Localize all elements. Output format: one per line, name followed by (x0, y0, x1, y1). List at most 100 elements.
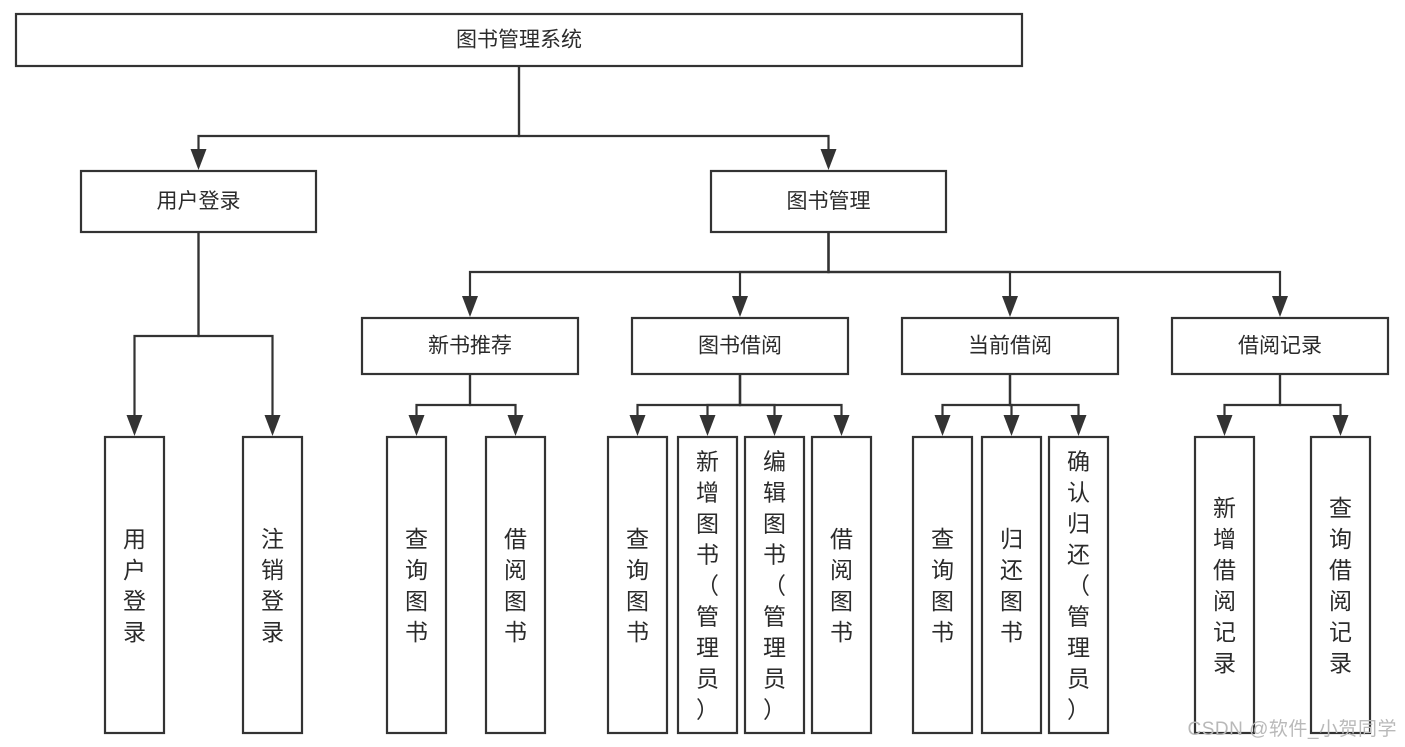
connector-l2-3-to-lf-12 (1278, 372, 1349, 436)
arrow-head-icon (820, 149, 837, 170)
arrow-head-icon (1216, 415, 1233, 436)
node-label: 借阅图书 (830, 526, 853, 645)
node-box[interactable] (911, 435, 974, 735)
arrow-head-icon (507, 415, 524, 436)
node-leaf-lf-11[interactable]: 新增借阅记录 (1193, 435, 1256, 735)
node-leaf-lf-10[interactable]: 确认归还（管理员） (1047, 435, 1110, 735)
node-box[interactable] (1170, 316, 1390, 376)
arrow-head-icon (1003, 415, 1020, 436)
node-level2-l2-0[interactable]: 新书推荐 (360, 316, 580, 376)
node-box[interactable] (630, 316, 850, 376)
node-label: 图书借阅 (698, 335, 782, 358)
node-label: 归还图书 (1000, 526, 1023, 645)
node-box[interactable] (103, 435, 166, 735)
node-leaf-lf-12[interactable]: 查询借阅记录 (1309, 435, 1372, 735)
node-box[interactable] (1047, 435, 1110, 735)
node-layer: 图书管理系统用户登录图书管理新书推荐图书借阅当前借阅借阅记录用户登录注销登录查询… (14, 12, 1390, 735)
node-leaf-lf-6[interactable]: 编辑图书（管理员） (743, 435, 806, 735)
edge-layer (126, 64, 1349, 436)
arrow-head-icon (462, 296, 478, 317)
connector-l1-0-to-lf-0 (126, 230, 200, 436)
connector-l2-0-to-lf-2 (408, 372, 472, 436)
connector-line (636, 372, 742, 426)
connector-line (1223, 372, 1282, 426)
arrow-head-icon (766, 415, 783, 436)
connector-line (738, 230, 830, 307)
node-box[interactable] (1193, 435, 1256, 735)
node-box[interactable] (385, 435, 448, 735)
node-label: 新书推荐 (428, 335, 512, 358)
node-level2-l2-1[interactable]: 图书借阅 (630, 316, 850, 376)
arrow-head-icon (1070, 415, 1087, 436)
node-leaf-lf-7[interactable]: 借阅图书 (810, 435, 873, 735)
node-label: 借阅图书 (504, 526, 527, 645)
node-label: 确认归还（管理员） (1067, 449, 1090, 723)
node-leaf-lf-8[interactable]: 查询图书 (911, 435, 974, 735)
connector-line (197, 64, 521, 160)
connector-line (415, 372, 472, 426)
connector-line (468, 230, 830, 307)
arrow-head-icon (1332, 415, 1349, 436)
node-box[interactable] (484, 435, 547, 735)
arrow-head-icon (126, 415, 143, 436)
connector-l2-1-to-lf-7 (738, 372, 850, 436)
arrow-head-icon (629, 415, 646, 436)
node-level2-l2-2[interactable]: 当前借阅 (900, 316, 1120, 376)
node-label: 查询借阅记录 (1329, 495, 1352, 676)
node-leaf-lf-0[interactable]: 用户登录 (103, 435, 166, 735)
node-root-root[interactable]: 图书管理系统 (14, 12, 1024, 68)
node-leaf-lf-5[interactable]: 新增图书（管理员） (676, 435, 739, 735)
arrow-head-icon (833, 415, 850, 436)
connector-line (468, 372, 517, 426)
node-leaf-lf-3[interactable]: 借阅图书 (484, 435, 547, 735)
node-box[interactable] (900, 316, 1120, 376)
node-label: 用户登录 (157, 190, 241, 213)
arrow-head-icon (264, 415, 281, 436)
node-box[interactable] (1309, 435, 1372, 735)
node-box[interactable] (79, 169, 318, 234)
connector-line (197, 230, 274, 426)
node-box[interactable] (14, 12, 1024, 68)
connector-l2-0-to-lf-3 (468, 372, 524, 436)
node-box[interactable] (606, 435, 669, 735)
node-box[interactable] (676, 435, 739, 735)
node-box[interactable] (360, 316, 580, 376)
arrow-head-icon (934, 415, 951, 436)
connector-l1-1-to-l2-2 (827, 230, 1018, 317)
arrow-head-icon (732, 296, 748, 317)
node-label: 查询图书 (626, 526, 649, 645)
arrow-head-icon (699, 415, 716, 436)
node-label: 查询图书 (405, 526, 428, 645)
node-leaf-lf-2[interactable]: 查询图书 (385, 435, 448, 735)
node-label: 用户登录 (123, 526, 146, 645)
node-box[interactable] (980, 435, 1043, 735)
node-box[interactable] (709, 169, 948, 234)
node-level1-l1-0[interactable]: 用户登录 (79, 169, 318, 234)
connector-root-to-l1-1 (517, 64, 837, 170)
node-label: 注销登录 (261, 526, 284, 645)
connector-line (1278, 372, 1342, 426)
node-label: 新增图书（管理员） (696, 449, 719, 723)
arrow-head-icon (1272, 296, 1288, 317)
node-box[interactable] (241, 435, 304, 735)
node-box[interactable] (810, 435, 873, 735)
connector-line (1008, 372, 1080, 426)
connector-line (941, 372, 1012, 426)
connector-l1-1-to-l2-3 (827, 230, 1288, 317)
node-leaf-lf-9[interactable]: 归还图书 (980, 435, 1043, 735)
arrow-head-icon (408, 415, 425, 436)
connector-l1-1-to-l2-0 (462, 230, 830, 317)
node-box[interactable] (743, 435, 806, 735)
node-label: 图书管理 (787, 190, 871, 213)
connector-line (827, 230, 1282, 307)
connector-l1-0-to-lf-1 (197, 230, 281, 436)
node-leaf-lf-4[interactable]: 查询图书 (606, 435, 669, 735)
connector-l2-2-to-lf-10 (1008, 372, 1087, 436)
arrow-head-icon (190, 149, 207, 170)
node-level2-l2-3[interactable]: 借阅记录 (1170, 316, 1390, 376)
node-level1-l1-1[interactable]: 图书管理 (709, 169, 948, 234)
node-leaf-lf-1[interactable]: 注销登录 (241, 435, 304, 735)
node-label: 当前借阅 (968, 335, 1052, 358)
